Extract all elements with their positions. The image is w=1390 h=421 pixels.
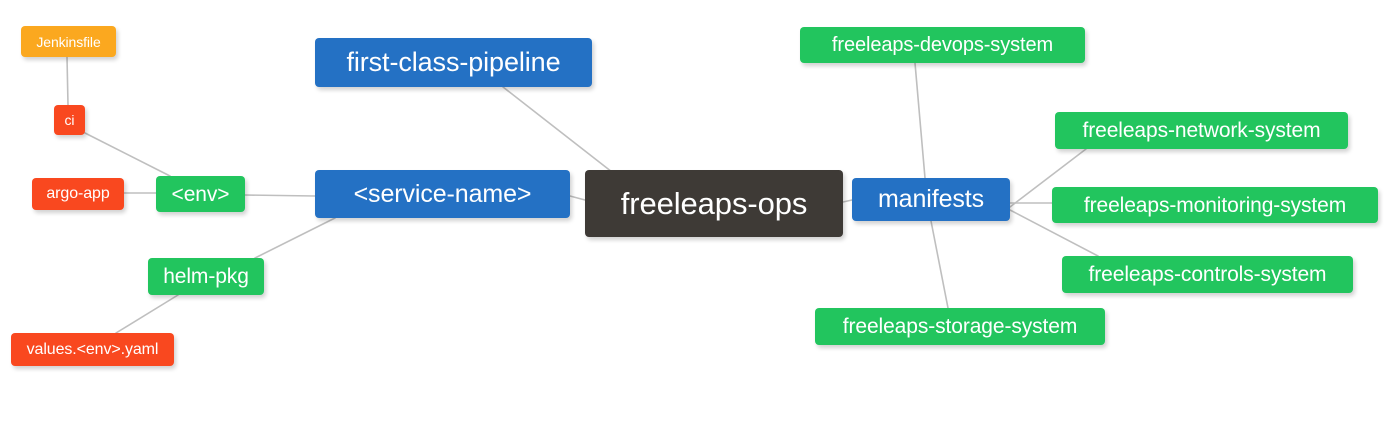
edge-manifests-to-freeleaps-storage-system [930, 220, 949, 309]
edge-freeleaps-ops-to-first-class-pipeline [502, 86, 613, 173]
node-label: freeleaps-devops-system [831, 34, 1054, 56]
node-jenkinsfile[interactable]: Jenkinsfile [21, 26, 116, 57]
node-freeleaps-storage-system[interactable]: freeleaps-storage-system [815, 308, 1105, 345]
edge-ci-to-jenkinsfile [66, 56, 69, 106]
edge-manifests-to-freeleaps-devops-system [914, 62, 926, 179]
node-manifests[interactable]: manifests [852, 178, 1010, 221]
node-helm-pkg[interactable]: helm-pkg [148, 258, 264, 295]
node-freeleaps-devops-system[interactable]: freeleaps-devops-system [800, 27, 1085, 63]
node-label: freeleaps-storage-system [842, 315, 1078, 338]
node-first-class-pipeline[interactable]: first-class-pipeline [315, 38, 592, 87]
node-label: argo-app [46, 185, 110, 202]
node-argo-app[interactable]: argo-app [32, 178, 124, 210]
node-label: <service-name> [353, 179, 532, 208]
node-service-name[interactable]: <service-name> [315, 170, 570, 218]
edge-freeleaps-ops-to-manifests [842, 199, 853, 203]
node-label: values.<env>.yaml [26, 340, 159, 358]
edge-service-name-to-env [244, 194, 316, 197]
node-ci[interactable]: ci [54, 105, 85, 135]
node-label: Jenkinsfile [36, 33, 101, 50]
edge-helm-pkg-to-values-env-yaml [115, 294, 179, 334]
node-freeleaps-monitoring-system[interactable]: freeleaps-monitoring-system [1052, 187, 1378, 223]
node-label: freeleaps-network-system [1082, 119, 1321, 142]
node-label: <env> [171, 182, 230, 206]
edge-service-name-to-helm-pkg [254, 217, 336, 259]
node-label: ci [64, 112, 75, 128]
node-freeleaps-controls-system[interactable]: freeleaps-controls-system [1062, 256, 1353, 293]
node-label: manifests [877, 185, 985, 213]
node-label: freeleaps-monitoring-system [1083, 193, 1347, 217]
node-label: first-class-pipeline [346, 47, 561, 77]
node-env[interactable]: <env> [156, 176, 245, 212]
edge-freeleaps-ops-to-service-name [569, 195, 586, 201]
node-label: helm-pkg [163, 265, 249, 288]
node-freeleaps-network-system[interactable]: freeleaps-network-system [1055, 112, 1348, 149]
node-label: freeleaps-ops [620, 186, 808, 221]
node-freeleaps-ops[interactable]: freeleaps-ops [585, 170, 843, 237]
node-values-env-yaml[interactable]: values.<env>.yaml [11, 333, 174, 366]
edge-env-to-ci [84, 132, 171, 177]
node-label: freeleaps-controls-system [1088, 263, 1327, 286]
